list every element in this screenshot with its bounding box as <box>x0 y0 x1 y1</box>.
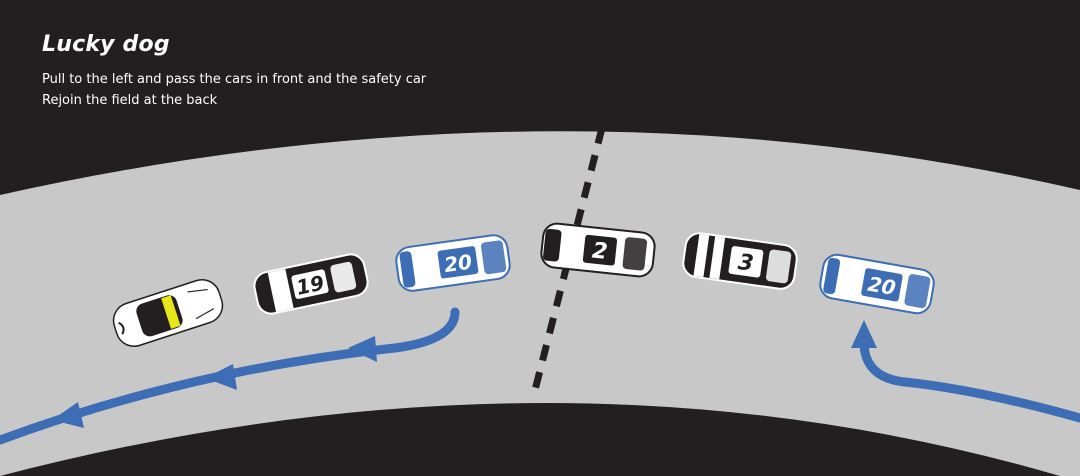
car-20-lucky-dog-number: 20 <box>866 272 898 300</box>
instruction-line-2: Rejoin the field at the back <box>42 93 218 108</box>
arrowhead-1 <box>348 336 377 362</box>
car-3: 3 <box>682 232 798 290</box>
safety-car <box>112 279 224 347</box>
car-20-lucky-dog: 20 <box>819 253 935 315</box>
car-19-number: 19 <box>294 271 326 300</box>
diagram-title: Lucky dog <box>42 32 170 57</box>
instruction-line-1: Pull to the left and pass the cars in fr… <box>42 72 427 87</box>
car-19: 19 <box>253 253 369 315</box>
car-2: 2 <box>540 222 656 278</box>
car-3-number: 3 <box>736 250 755 277</box>
arrowhead-2 <box>205 364 237 390</box>
rejoin-route-arrow <box>859 340 1080 423</box>
pass-route-arrow <box>0 307 460 445</box>
arrowhead-rejoin <box>851 320 877 348</box>
car-2-number: 2 <box>591 238 609 264</box>
car-20-front: 20 <box>395 234 511 292</box>
track-surface <box>0 131 1080 476</box>
start-finish-line <box>531 127 606 391</box>
car-20-front-number: 20 <box>443 249 474 277</box>
arrowhead-3 <box>52 402 84 428</box>
